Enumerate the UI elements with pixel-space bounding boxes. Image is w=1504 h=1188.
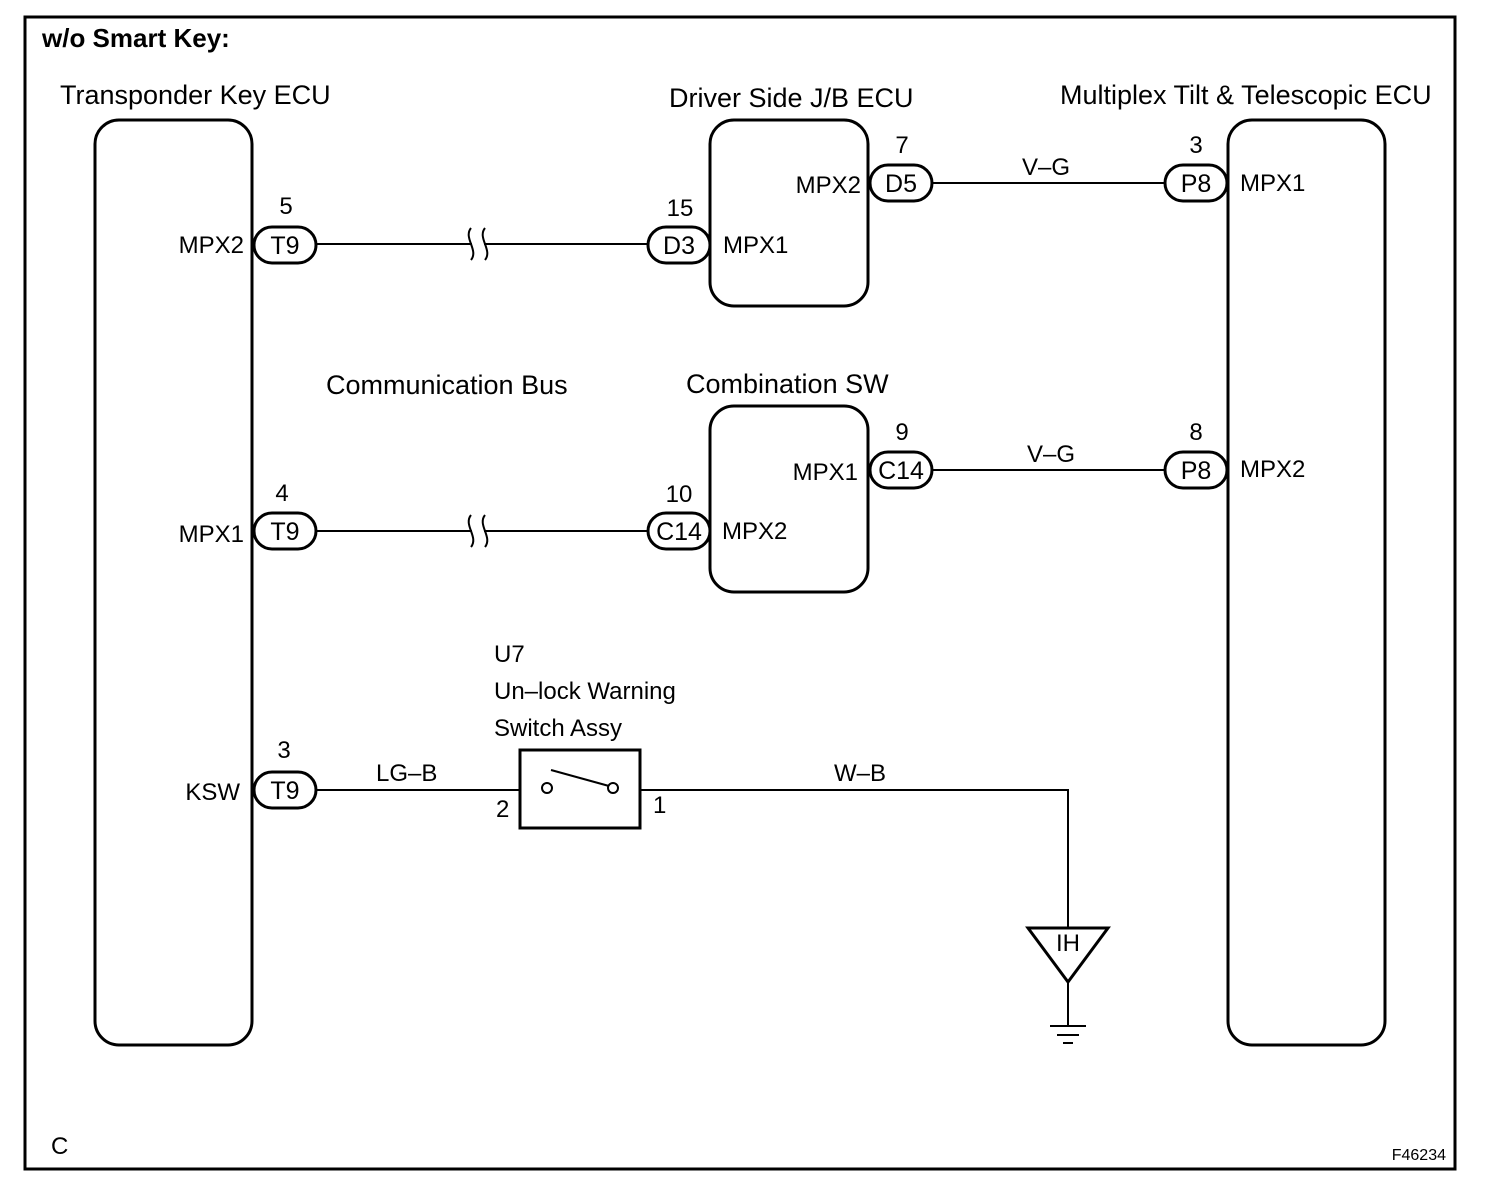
multiplex-ecu-body	[1226, 118, 1387, 1047]
switch-body	[518, 748, 642, 830]
diagram-frame	[23, 15, 1457, 1171]
transponder-ecu-body	[93, 118, 254, 1047]
switch-contact	[607, 782, 619, 794]
terminal-tk-mpx2: MPX2 5 T9	[179, 193, 318, 265]
pin-number: 10	[666, 481, 693, 508]
terminal-cs-mpx1: MPX1 9 C14	[793, 419, 934, 490]
terminal-signal-label: MPX2	[796, 172, 861, 199]
terminal-signal-label: KSW	[185, 779, 240, 806]
figure-id: F46234	[1392, 1147, 1446, 1164]
combination-sw-title: Combination SW	[686, 369, 889, 399]
connector-code: C14	[656, 518, 702, 546]
connector-oval	[646, 225, 712, 265]
terminal-jb-mpx1: 15 D3 MPX1	[646, 195, 788, 265]
comm-bus-label: Communication Bus	[326, 370, 568, 400]
switch-pin-number: 2	[496, 796, 509, 823]
ground-triangle	[1025, 926, 1111, 985]
connector-code: D5	[885, 170, 917, 198]
terminal-jb-mpx2: MPX2 7 D5	[796, 132, 934, 203]
pin-number: 8	[1189, 419, 1202, 446]
wire-color-label: LG–B	[376, 760, 437, 787]
wire-color-label: W–B	[834, 760, 886, 787]
corner-label: C	[51, 1133, 68, 1160]
terminal-mt-mpx2: 8 P8 MPX2	[1163, 419, 1305, 490]
transponder-ecu-title: Transponder Key ECU	[60, 80, 331, 110]
connector-oval	[252, 511, 318, 551]
driver-jb-ecu-body	[708, 118, 870, 308]
terminal-tk-ksw: KSW 3 T9	[185, 737, 318, 810]
connector-code: D3	[663, 232, 695, 260]
connector-oval	[1163, 450, 1229, 490]
connector-oval	[252, 225, 318, 265]
connector-code: P8	[1181, 457, 1212, 485]
wire-color-label: V–G	[1022, 154, 1070, 181]
connector-oval	[252, 770, 318, 810]
bus-wire-mpx2	[316, 227, 650, 261]
connector-code: C14	[878, 457, 924, 485]
terminal-signal-label: MPX1	[179, 521, 244, 548]
pin-number: 7	[895, 132, 908, 159]
terminal-cs-mpx2: 10 C14 MPX2	[646, 481, 787, 551]
connector-code: T9	[270, 777, 299, 805]
terminal-mt-mpx1: 3 P8 MPX1	[1163, 132, 1305, 203]
connector-oval	[868, 163, 934, 203]
combination-sw-body	[708, 404, 870, 594]
pin-number: 5	[279, 193, 292, 220]
connector-code: T9	[270, 518, 299, 546]
pin-number: 4	[275, 480, 288, 507]
terminal-signal-label: MPX1	[793, 459, 858, 486]
connector-oval	[1163, 163, 1229, 203]
switch-name-line2: Switch Assy	[494, 715, 622, 742]
switch-code: U7	[494, 641, 525, 668]
unlock-warning-switch: U7 Un–lock Warning Switch Assy 2 1	[494, 641, 676, 830]
terminal-signal-label: MPX1	[1240, 170, 1305, 197]
connector-oval	[646, 511, 712, 551]
diagram-title: w/o Smart Key:	[41, 23, 230, 53]
terminal-tk-mpx1: MPX1 4 T9	[179, 480, 318, 551]
terminal-signal-label: MPX2	[1240, 456, 1305, 483]
switch-contact	[541, 782, 553, 794]
connector-code: T9	[270, 232, 299, 260]
pin-number: 3	[1189, 132, 1202, 159]
switch-name-line1: Un–lock Warning	[494, 678, 676, 705]
pin-number: 15	[667, 195, 694, 222]
ground-code: IH	[1056, 930, 1080, 957]
pin-number: 9	[895, 419, 908, 446]
connector-code: P8	[1181, 170, 1212, 198]
wire-color-label: V–G	[1027, 441, 1075, 468]
multiplex-ecu-title: Multiplex Tilt & Telescopic ECU	[1060, 80, 1432, 110]
driver-jb-ecu-title: Driver Side J/B ECU	[669, 83, 914, 113]
wire-switch-to-ground	[640, 789, 1069, 928]
switch-blade	[550, 769, 610, 787]
switch-pin-number: 1	[653, 792, 666, 819]
bus-wire-mpx1	[316, 514, 650, 548]
pin-number: 3	[277, 737, 290, 764]
ground-point-ih: IH	[1025, 926, 1111, 1044]
terminal-signal-label: MPX2	[722, 518, 787, 545]
connector-oval	[868, 450, 934, 490]
terminal-signal-label: MPX1	[723, 232, 788, 259]
terminal-signal-label: MPX2	[179, 232, 244, 259]
